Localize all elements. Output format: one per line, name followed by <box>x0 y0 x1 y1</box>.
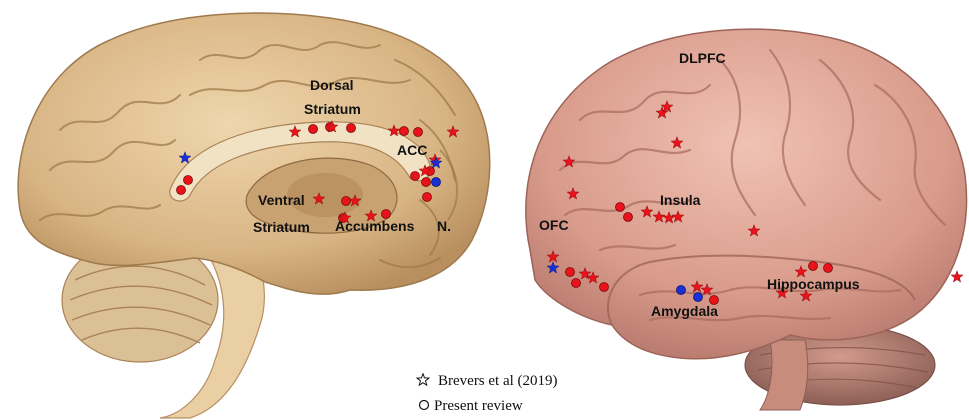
marker-circle <box>414 128 423 137</box>
marker-circle <box>422 178 431 187</box>
label-ventral: Ventral <box>258 192 305 208</box>
marker-circle <box>411 172 420 181</box>
marker-circle <box>177 186 186 195</box>
marker-circle <box>400 127 409 136</box>
legend-star-item: Brevers et al (2019) <box>417 373 558 389</box>
medial-brain <box>18 13 490 418</box>
legend-circle-item: Present review <box>420 398 523 414</box>
marker-circle-blue <box>432 178 441 187</box>
label-acc: ACC <box>397 142 427 158</box>
marker-circle-blue <box>677 286 686 295</box>
label-n: N. <box>437 218 451 234</box>
legend-star-label: Brevers et al (2019) <box>438 373 558 389</box>
lateral-cerebrum <box>526 29 967 359</box>
marker-circle <box>616 203 625 212</box>
label-dorsal-striatum: Striatum <box>304 101 361 117</box>
label-dorsal: Dorsal <box>310 77 354 93</box>
label-accumbens: Accumbens <box>335 218 415 234</box>
label-ventral-striatum: Striatum <box>253 219 310 235</box>
marker-circle <box>309 125 318 134</box>
marker-circle <box>566 268 575 277</box>
marker-circle <box>347 124 356 133</box>
marker-circle <box>600 283 609 292</box>
circle-icon <box>420 401 429 410</box>
lateral-brain <box>526 29 967 410</box>
label-ofc: OFC <box>539 217 569 233</box>
label-amygdala: Amygdala <box>651 303 718 319</box>
marker-circle-blue <box>694 293 703 302</box>
marker-circle <box>342 197 351 206</box>
legend: Brevers et al (2019) Present review <box>417 373 558 414</box>
star-icon <box>417 374 429 385</box>
marker-circle <box>184 176 193 185</box>
label-insula: Insula <box>660 192 701 208</box>
marker-circle <box>423 193 432 202</box>
label-dlpfc: DLPFC <box>679 50 726 66</box>
marker-star <box>951 271 963 282</box>
label-hippocampus: Hippocampus <box>767 276 860 292</box>
marker-circle <box>809 262 818 271</box>
legend-circle-label: Present review <box>434 398 523 414</box>
marker-circle <box>824 264 833 273</box>
marker-circle <box>624 213 633 222</box>
marker-circle <box>572 279 581 288</box>
